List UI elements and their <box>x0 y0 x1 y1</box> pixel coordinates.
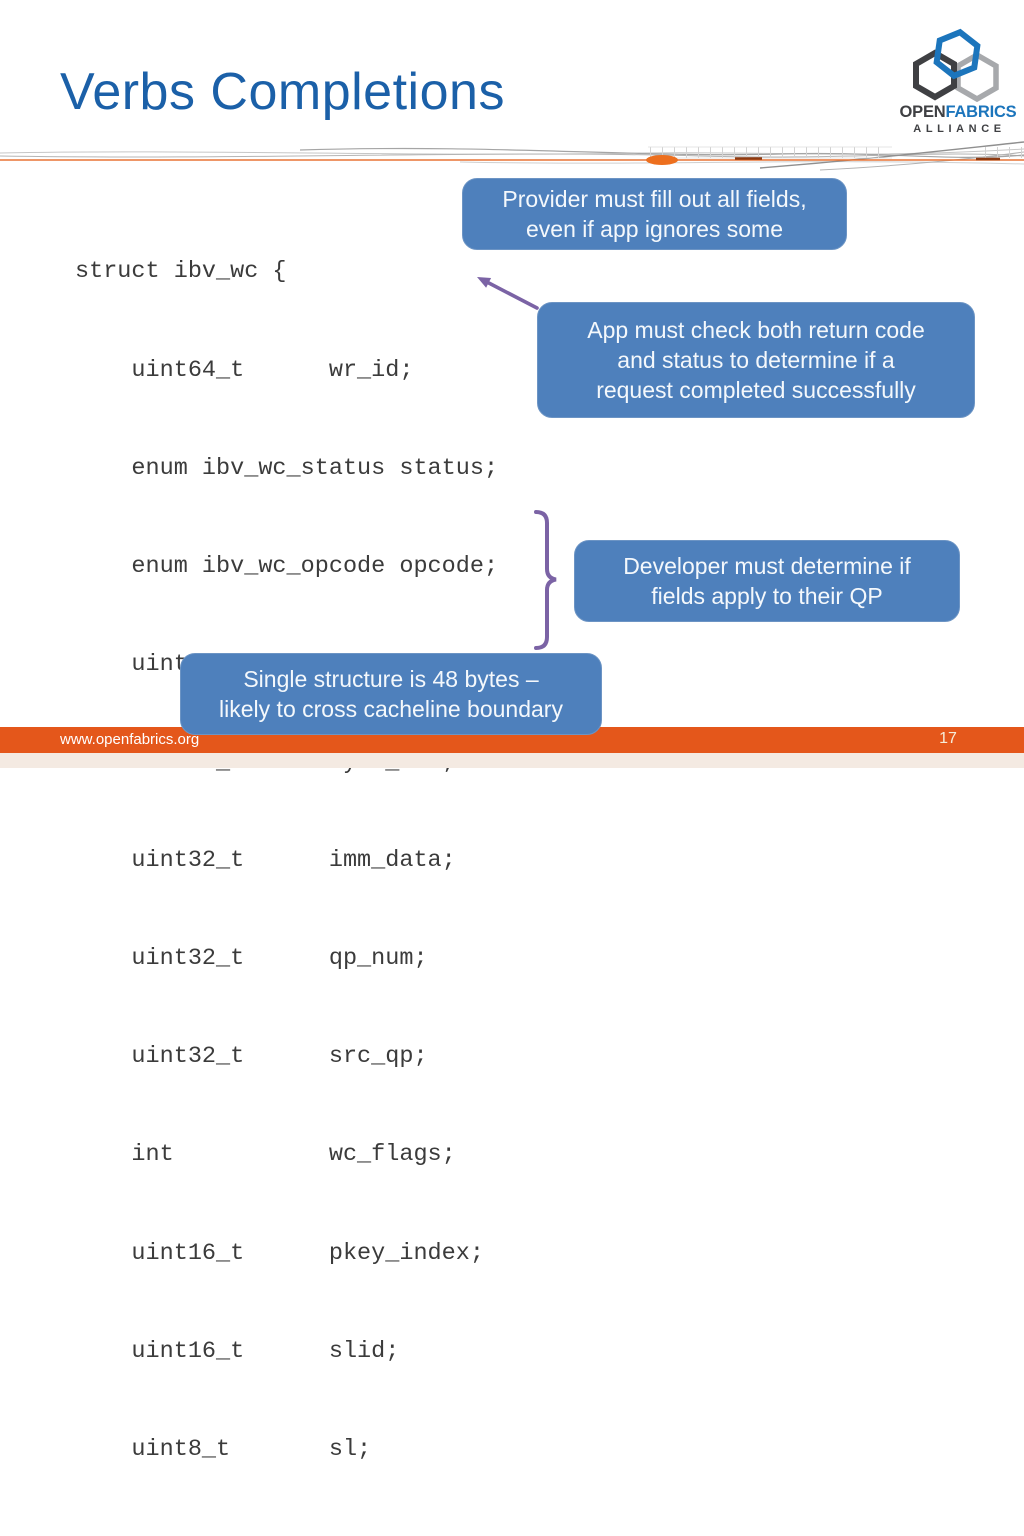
callout-app-check-note: App must check both return code and stat… <box>537 302 975 418</box>
callout-structure-size-note: Single structure is 48 bytes – likely to… <box>180 653 602 735</box>
code-line: enum ibv_wc_opcode opcode; <box>75 552 499 580</box>
code-line: uint16_t slid; <box>75 1337 400 1365</box>
code-line: enum ibv_wc_status status; <box>75 454 499 482</box>
bottom-strip <box>0 753 1024 768</box>
logo-text-open: OPEN <box>899 103 946 121</box>
code-line: int wc_flags; <box>75 1141 456 1169</box>
hexagon-blue-icon <box>933 28 981 80</box>
code-line: uint32_t imm_data; <box>75 847 456 875</box>
page-number: 17 <box>939 730 957 747</box>
logo-wordmark: OPENFABRICS <box>893 104 1023 121</box>
slide-title: Verbs Completions <box>60 63 505 121</box>
divider-ornament-icon <box>0 141 1024 171</box>
openfabrics-logo: OPENFABRICS ALLIANCE <box>893 104 1023 135</box>
callout-line: even if app ignores some <box>526 216 783 242</box>
callout-line: App must check both return code <box>587 317 925 343</box>
footer-url: www.openfabrics.org <box>60 731 200 748</box>
code-block: struct ibv_wc { uint64_t wr_id; enum ibv… <box>75 191 540 1536</box>
callout-line: and status to determine if a <box>617 347 895 373</box>
callout-line: Provider must fill out all fields, <box>502 186 807 212</box>
hexagon-dark-icon <box>913 49 957 101</box>
callout-line: likely to cross cacheline boundary <box>219 696 563 722</box>
code-line: struct ibv_wc { <box>75 258 287 286</box>
code-line: uint16_t pkey_index; <box>75 1239 484 1267</box>
code-line: uint32_t src_qp; <box>75 1043 428 1071</box>
code-line: uint64_t wr_id; <box>75 356 414 384</box>
callout-developer-note: Developer must determine if fields apply… <box>574 540 960 622</box>
callout-line: request completed successfully <box>596 377 916 403</box>
logo-hexagons-icon <box>913 28 999 103</box>
code-line: uint8_t dlid_path_bits; <box>75 1532 540 1536</box>
callout-line: Developer must determine if <box>623 553 911 579</box>
callout-line: fields apply to their QP <box>651 583 883 609</box>
logo-text-fabrics: FABRICS <box>945 103 1017 121</box>
callout-line: Single structure is 48 bytes – <box>243 666 539 692</box>
code-line: uint8_t sl; <box>75 1435 372 1463</box>
hexagon-gray-icon <box>955 51 999 103</box>
code-line: uint32_t qp_num; <box>75 945 428 973</box>
callout-provider-note: Provider must fill out all fields, even … <box>462 178 847 250</box>
logo-text-alliance: ALLIANCE <box>913 122 1006 135</box>
